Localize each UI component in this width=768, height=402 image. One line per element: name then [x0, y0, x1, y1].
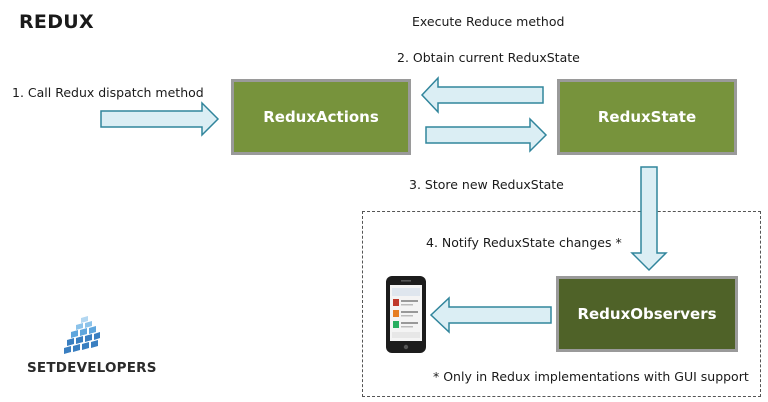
- redux-actions-box: ReduxActions: [231, 79, 411, 155]
- setdevelopers-logo-icon: [64, 316, 100, 354]
- notify-arrow: [429, 296, 552, 334]
- store-state-arrow: [630, 166, 668, 272]
- gui-footnote: * Only in Redux implementations with GUI…: [433, 369, 749, 384]
- execute-reduce-label: Execute Reduce method: [412, 14, 565, 29]
- diagram-title: REDUX: [19, 11, 94, 33]
- store-state-label: 3. Store new ReduxState: [409, 177, 564, 192]
- setdevelopers-logo-text: SETDEVELOPERS: [27, 360, 157, 376]
- obtain-state-arrow: [420, 76, 544, 114]
- gui-support-region: [362, 211, 761, 397]
- reduce-arrow: [425, 117, 548, 153]
- dispatch-arrow: [100, 101, 220, 137]
- redux-observers-box: ReduxObservers: [556, 276, 738, 352]
- notify-changes-label: 4. Notify ReduxState changes *: [426, 235, 622, 250]
- redux-state-box: ReduxState: [557, 79, 737, 155]
- obtain-state-label: 2. Obtain current ReduxState: [397, 50, 580, 65]
- phone-icon: [386, 276, 426, 353]
- call-dispatch-label: 1. Call Redux dispatch method: [12, 85, 204, 100]
